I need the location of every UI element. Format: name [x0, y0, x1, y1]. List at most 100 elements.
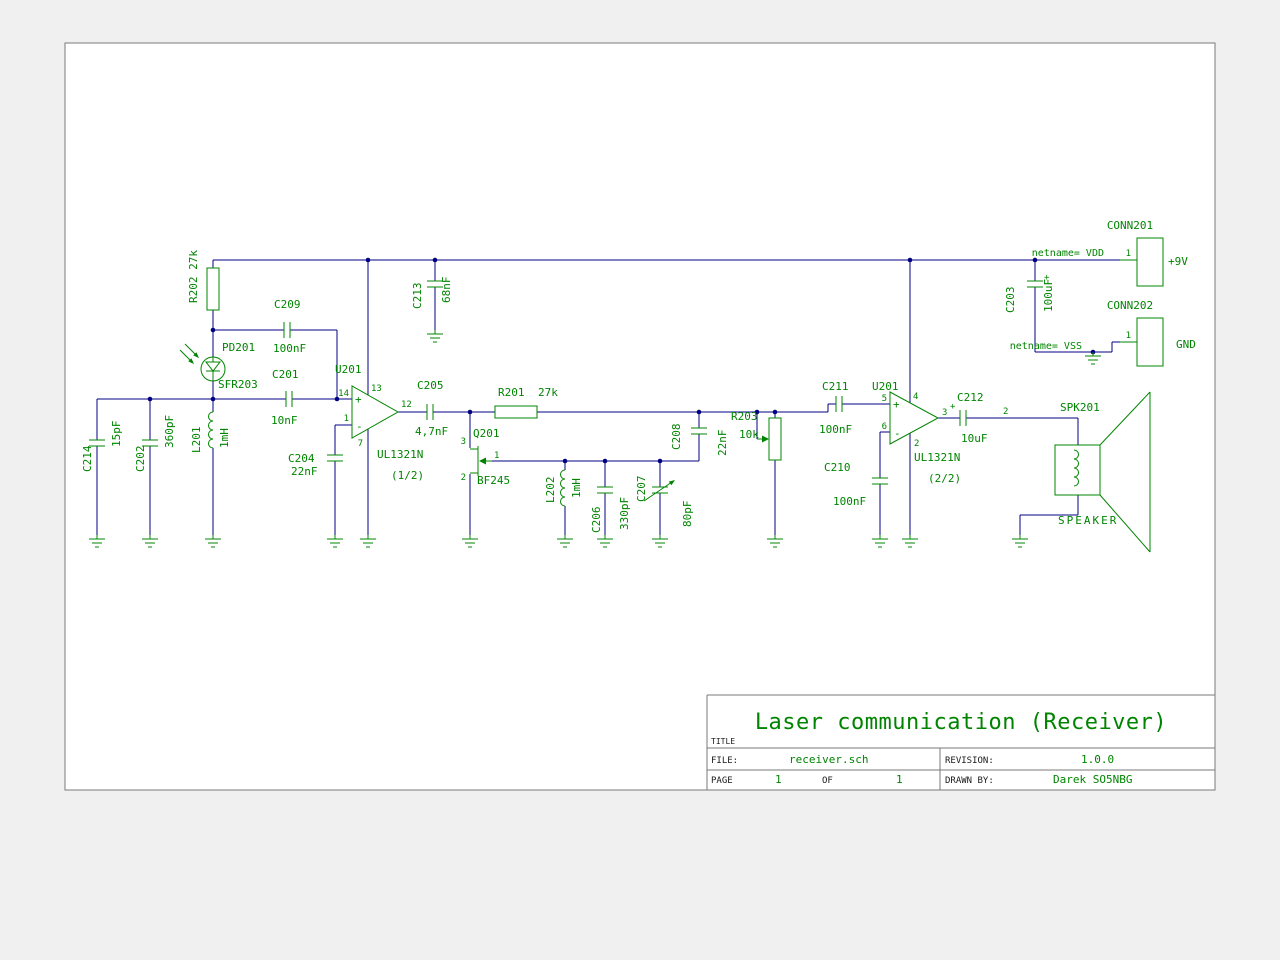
resistor-R201-symbol	[494, 405, 538, 419]
label-R201-value: 27k	[538, 386, 558, 399]
label-U201A-half: (1/2)	[391, 469, 424, 482]
pin-U201B-vcc: 4	[913, 392, 918, 402]
label-C212-value: 10uF	[961, 432, 988, 445]
junction-dot	[432, 257, 438, 263]
diode-glyph	[204, 357, 222, 381]
label-C211-ref: C211	[822, 380, 849, 393]
label-U201B-half: (2/2)	[928, 472, 961, 485]
capacitor-C211-symbol	[835, 396, 843, 412]
label-C202-value: 360pF	[163, 415, 176, 448]
junction-dot	[334, 396, 340, 402]
speaker-driver	[1054, 444, 1101, 496]
label-C209-ref: C209	[274, 298, 301, 311]
label-L201-ref: L201	[190, 427, 203, 454]
label-C214-ref: C214	[81, 445, 94, 472]
junction-dot	[562, 458, 568, 464]
label-C203-value: 100uF	[1042, 279, 1055, 312]
junction-dot	[657, 458, 663, 464]
variable-capacitor-C207-symbol	[643, 480, 675, 502]
opamp-U201B-minus: -	[894, 427, 901, 440]
label-C208-ref: C208	[670, 424, 683, 451]
capacitor-C203-symbol	[1027, 280, 1043, 288]
opamp-U201B-symbol	[889, 391, 940, 445]
label-C206-ref: C206	[590, 507, 603, 534]
variable-arrowhead-icon	[668, 480, 675, 486]
label-C205-value: 4,7nF	[415, 425, 448, 438]
label-C203-plus: +	[1044, 273, 1050, 283]
label-R203-value: 10k	[739, 428, 759, 441]
capacitor-C201-symbol	[285, 391, 293, 407]
net-gnd: GND	[1176, 338, 1196, 351]
label-C212-plus: +	[950, 402, 956, 412]
label-C209-value: 100nF	[273, 342, 306, 355]
label-C213-value: 68nF	[440, 277, 453, 304]
label-C210-ref: C210	[824, 461, 851, 474]
junction-dot	[210, 396, 216, 402]
title-block-lines	[706, 694, 1215, 790]
label-R201-ref: R201	[498, 386, 525, 399]
label-PD201-value: SFR203	[218, 378, 258, 391]
netname-vss: netname= VSS	[1010, 341, 1082, 352]
label-C207-ref: C207	[635, 476, 648, 503]
light-arrowhead-icon	[188, 358, 194, 364]
pin-CONN202-1: 1	[1126, 331, 1131, 341]
label-U201A-part: UL1321N	[377, 448, 423, 461]
label-C207-value: 80pF	[681, 501, 694, 528]
junction-dot	[602, 458, 608, 464]
drawn-by-value: Darek SO5NBG	[1053, 773, 1132, 786]
speaker-coil	[1073, 449, 1079, 487]
capacitor-C205-symbol	[426, 404, 434, 420]
label-SPK201-ref: SPK201	[1060, 401, 1100, 414]
page-label: PAGE	[711, 776, 733, 786]
label-SPK201-value: SPEAKER	[1058, 514, 1118, 527]
label-C203-ref: C203	[1004, 287, 1017, 314]
junction-dot	[1032, 257, 1038, 263]
label-C201-ref: C201	[272, 368, 299, 381]
label-C214-value: 15pF	[110, 421, 123, 448]
revision-value: 1.0.0	[1081, 753, 1114, 766]
inductor-L202-symbol	[560, 469, 566, 507]
label-C202-ref: C202	[134, 446, 147, 473]
junction-dot	[467, 409, 473, 415]
light-arrow-lines	[179, 343, 196, 361]
pin-U201A-vcc: 13	[371, 384, 382, 394]
drawn-by-label: DRAWN BY:	[945, 776, 994, 786]
opamp-U201B-plus: +	[893, 398, 900, 411]
pin-U201B-inn: 6	[882, 422, 887, 432]
capacitor-C212-symbol	[959, 410, 967, 426]
pin-Q201-gate: 1	[494, 451, 499, 461]
label-L202-value: 1mH	[570, 478, 583, 498]
pin-Q201-drain: 3	[461, 437, 466, 447]
junction-dot	[772, 409, 778, 415]
label-C213-ref: C213	[411, 283, 424, 310]
label-CONN201-ref: CONN201	[1107, 219, 1153, 232]
label-C201-value: 10nF	[271, 414, 298, 427]
connector-body	[1136, 237, 1164, 287]
junction-dot	[696, 409, 702, 415]
junction-dot	[907, 257, 913, 263]
pin-U201A-vee: 7	[358, 439, 363, 449]
jfet-body	[470, 446, 492, 476]
capacitor-C202-symbol	[142, 439, 158, 447]
netname-vdd: netname= VDD	[1032, 248, 1104, 259]
inductor-L201-symbol	[208, 411, 214, 449]
label-C206-value: 330pF	[618, 497, 631, 530]
capacitor-C204-symbol	[327, 454, 343, 462]
file-label: FILE:	[711, 756, 738, 766]
capacitor-C206-symbol	[597, 486, 613, 494]
pin-U201B-vee: 2	[914, 439, 919, 449]
capacitor-C209-symbol	[283, 322, 291, 338]
label-C204-value: 22nF	[291, 465, 318, 478]
capacitor-C214-symbol	[89, 439, 105, 447]
label-L201-value: 1mH	[218, 428, 231, 448]
label-Q201-value: BF245	[477, 474, 510, 487]
revision-label: REVISION:	[945, 756, 994, 766]
potentiometer-R203-symbol	[757, 417, 782, 461]
label-R203-ref: R203	[731, 410, 758, 423]
label-C211-value: 100nF	[819, 423, 852, 436]
pin-CONN201-1: 1	[1126, 249, 1131, 259]
net-plus9v: +9V	[1168, 255, 1188, 268]
capacitor-C213-symbol	[427, 280, 443, 288]
connector-CONN201-symbol	[1120, 237, 1164, 287]
